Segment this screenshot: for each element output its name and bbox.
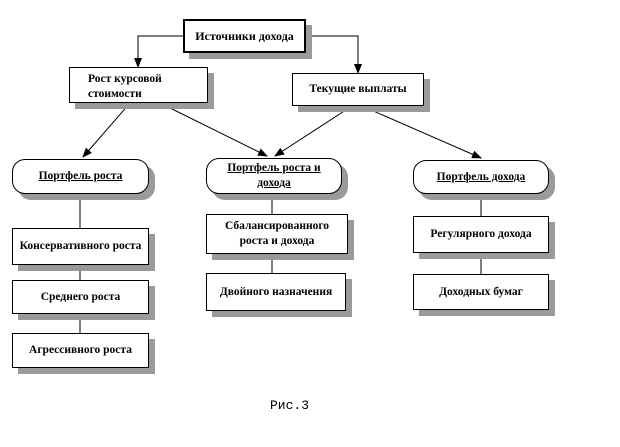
arrow-growth-value-to-portfolio-growth-income bbox=[159, 102, 268, 157]
portfolio-income-box: Портфель дохода bbox=[413, 160, 549, 194]
figure-caption: Рис.3 bbox=[270, 398, 310, 413]
dual-purpose-label: Двойного назначения bbox=[219, 285, 333, 298]
current-payments-box: Текущие выплаты bbox=[292, 73, 424, 106]
dual-purpose-box: Двойного назначения bbox=[206, 273, 346, 311]
aggressive-growth-label: Агрессивного роста bbox=[29, 344, 132, 356]
growth-value-box: Рост курсовой стоимости bbox=[69, 67, 208, 103]
arrow-current-payments-to-portfolio-income bbox=[361, 105, 482, 159]
income-securities-box: Доходных бумаг bbox=[413, 274, 549, 310]
current-payments-label: Текущие выплаты bbox=[309, 83, 407, 95]
root-label: Источники дохода bbox=[195, 28, 294, 43]
conservative-growth-box: Консервативного роста bbox=[12, 228, 149, 265]
portfolio-income-label: Портфель дохода bbox=[436, 170, 526, 183]
root-box: Источники дохода bbox=[183, 19, 306, 53]
portfolio-growth-box: Портфель роста bbox=[12, 159, 149, 194]
portfolio-growth-label: Портфель роста bbox=[38, 170, 123, 182]
medium-growth-box: Среднего роста bbox=[12, 280, 149, 314]
aggressive-growth-box: Агрессивного роста bbox=[12, 333, 149, 368]
income-securities-label: Доходных бумаг bbox=[439, 285, 523, 298]
regular-income-label: Регулярного дохода bbox=[430, 228, 532, 240]
arrow-root-to-growth-value bbox=[134, 35, 183, 68]
portfolio-growth-income-box: Портфель роста и дохода bbox=[206, 158, 342, 194]
growth-value-label: Рост курсовой стоимости bbox=[88, 73, 162, 100]
balanced-growth-income-label: Сбалансированного роста и дохода bbox=[224, 220, 330, 247]
conservative-growth-label: Консервативного роста bbox=[19, 240, 142, 252]
arrow-growth-value-to-portfolio-growth bbox=[82, 102, 131, 158]
regular-income-box: Регулярного дохода bbox=[413, 216, 549, 253]
balanced-growth-income-box: Сбалансированного роста и дохода bbox=[206, 214, 348, 254]
portfolio-growth-income-label: Портфель роста и дохода bbox=[227, 162, 321, 189]
arrow-current-payments-to-portfolio-growth-income bbox=[274, 105, 353, 157]
arrow-root-to-current-payments bbox=[306, 35, 362, 74]
medium-growth-label: Среднего роста bbox=[40, 290, 121, 303]
